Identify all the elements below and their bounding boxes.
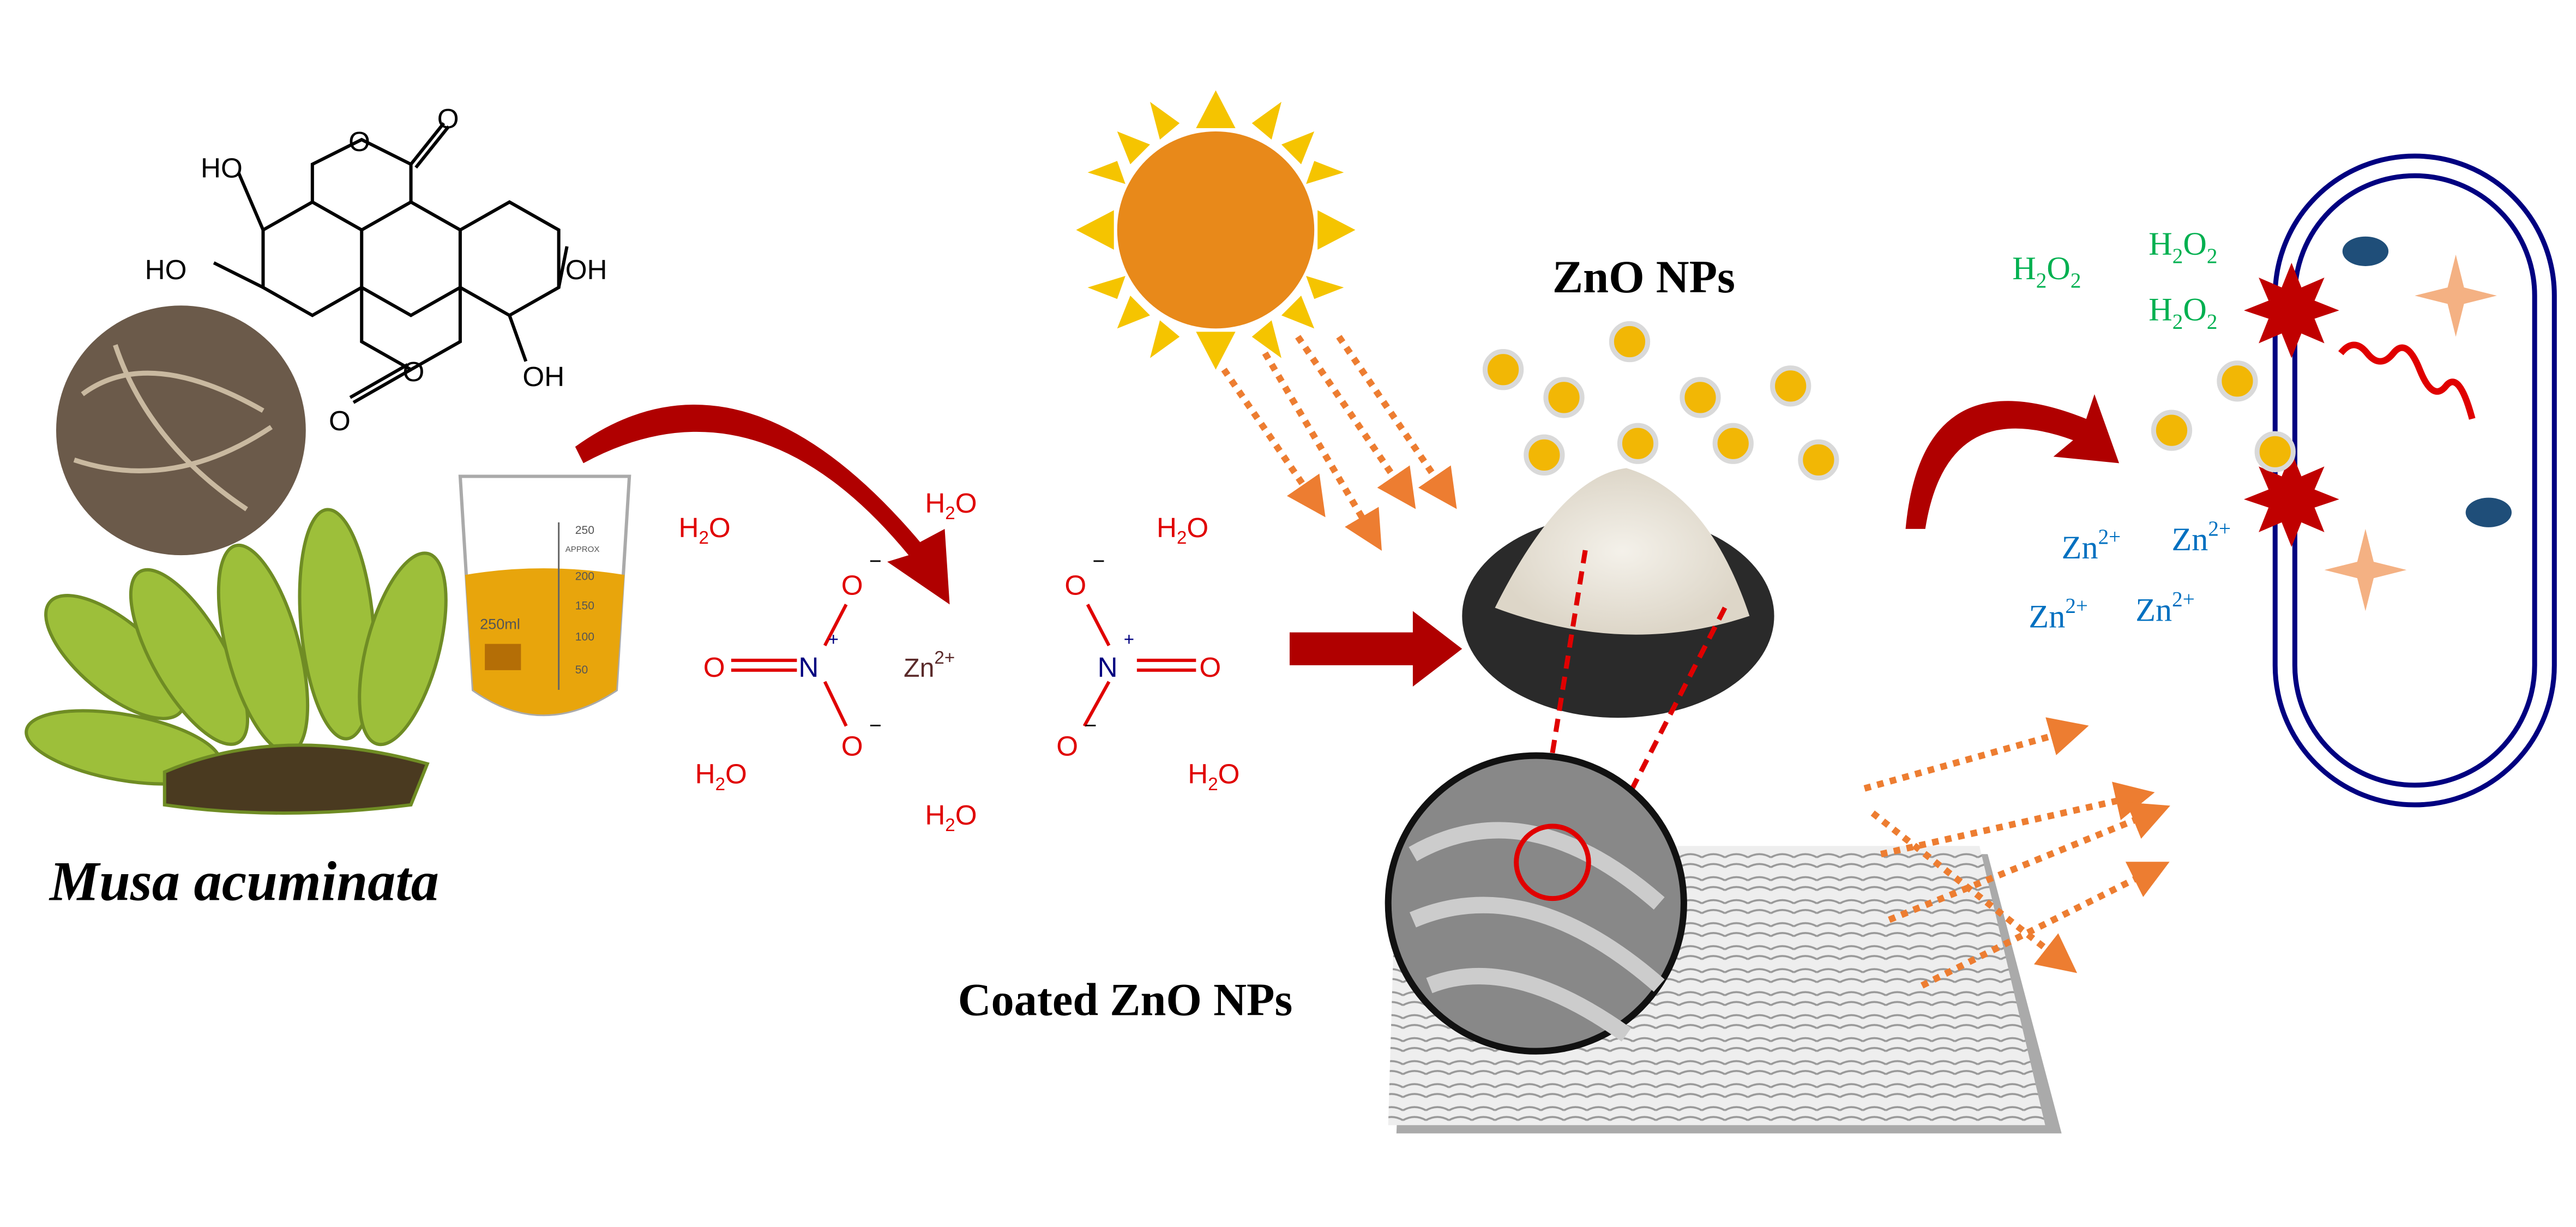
charge-minus: − [1093,550,1105,573]
ho-label: HO [145,254,187,285]
o-label: O [329,405,351,436]
zn2-label: Zn2+ [2171,517,2231,558]
coated-fabric-sem [1385,752,2062,1134]
o-label: O [437,103,459,134]
zno-nps-label: ZnO NPs [1552,252,1735,303]
nitrate-right: N + O O − O − [1056,550,1221,761]
water-molecules: H2O H2O H2O H2O H2O H2O [679,488,1240,835]
charge-plus: + [1124,630,1134,650]
nitrogen-atom: N [798,652,818,683]
beaker-mark: 150 [575,599,594,612]
charge-minus: − [1085,714,1097,737]
dried-peel-photo [56,305,306,556]
nitrogen-atom: N [1098,652,1118,683]
reaction-arrow [1290,611,1462,687]
beaker-mark: 50 [575,664,588,676]
h2o2-label: H2O2 [2012,250,2081,292]
beaker-mark: 250 [575,524,594,537]
oh-label: OH [522,361,564,392]
h2o-label: H2O [1188,759,1239,795]
h2o-label: H2O [679,512,731,548]
beaker-extract: 250 APPROX 200 150 100 50 250ml [458,474,631,717]
zn2-label: Zn2+ [2135,587,2195,628]
curved-arrow-extract [575,404,950,605]
charge-plus: + [828,630,839,650]
beaker-mark: 200 [575,570,594,582]
oxygen-atom: O [1056,731,1078,762]
plant-name-label: Musa acuminata [49,851,439,913]
curved-arrow-cell [1905,394,2120,529]
oxygen-atom: O [1199,652,1221,683]
beaker-volume: 250ml [480,616,520,633]
reflected-rays [1863,717,2170,989]
h2o-label: H2O [1157,512,1208,548]
h2o-label: H2O [695,759,747,795]
zno-nanoparticles [1482,321,1839,481]
zn2-label: Zn2+ [2062,525,2121,566]
zinc-ion-labels: Zn2+ Zn2+ Zn2+ Zn2+ [2029,517,2231,635]
oxygen-atom: O [841,731,863,762]
banana-bunch-photo [25,508,448,815]
oxygen-atom: O [841,569,863,600]
zinc-ion: Zn2+ [904,648,955,683]
ho-label: HO [201,152,243,183]
bacterial-cell [2151,153,2557,808]
h2o2-label: H2O2 [2148,226,2217,268]
zno-powder-photo [1462,468,1774,718]
beaker-mark: 100 [575,631,594,643]
h2o2-label: H2O2 [2148,291,2217,333]
ellagic-acid-structure [213,122,569,404]
nitrate-left: O N + O − O − [703,550,882,761]
o-label: O [348,126,370,157]
coated-zno-label: Coated ZnO NPs [958,975,1293,1025]
ellagic-acid-labels: HO HO OH OH O O O O [145,103,607,436]
light-rays [1221,335,1457,551]
h2o-label: H2O [925,799,977,835]
h2o-label: H2O [925,488,977,524]
oh-label: OH [565,254,607,285]
oxygen-atom: O [703,652,725,683]
charge-minus: − [869,714,882,737]
zn2-label: Zn2+ [2029,594,2088,635]
charge-minus: − [869,550,882,573]
oxygen-atom: O [1064,569,1086,600]
sun-icon [1076,90,1356,370]
o-label: O [403,356,425,387]
peroxide-labels: H2O2 H2O2 H2O2 [2012,226,2217,334]
beaker-mark: APPROX [565,545,600,554]
